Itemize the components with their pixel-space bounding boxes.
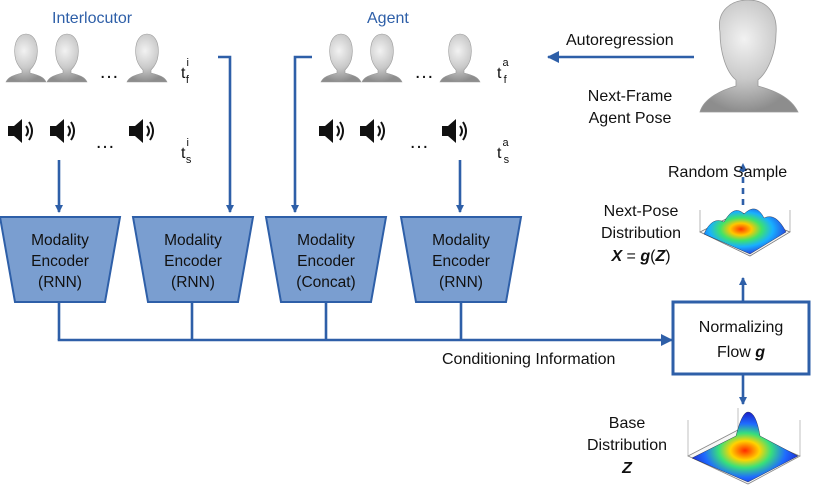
autoregression-label: Autoregression bbox=[566, 32, 674, 49]
encoder-4: Modality Encoder (RNN) bbox=[399, 216, 523, 303]
agent-title: Agent bbox=[367, 10, 409, 27]
svg-text:Encoder: Encoder bbox=[432, 253, 490, 270]
base-variable: Z bbox=[621, 460, 633, 477]
svg-text:Modality: Modality bbox=[297, 232, 355, 249]
speaker-icon bbox=[7, 118, 33, 144]
encoder-shape bbox=[399, 216, 523, 303]
encoder-1: Modality Encoder (RNN) bbox=[0, 216, 122, 303]
svg-text:(RNN): (RNN) bbox=[439, 274, 483, 291]
next-frame-label-1: Next-Frame bbox=[588, 88, 673, 105]
arrow-interlocutor-face bbox=[218, 55, 234, 213]
next-frame-label-2: Agent Pose bbox=[589, 110, 672, 127]
svg-text:(RNN): (RNN) bbox=[171, 274, 215, 291]
face-image bbox=[126, 33, 168, 83]
next-pose-distribution-plot bbox=[699, 208, 791, 257]
speaker-icon bbox=[441, 118, 467, 144]
svg-text:Encoder: Encoder bbox=[31, 253, 89, 270]
random-sample-label: Random Sample bbox=[668, 164, 787, 181]
encoder-2: Modality Encoder (RNN) bbox=[131, 216, 255, 303]
interlocutor-audio-frames bbox=[7, 118, 154, 144]
conditioning-bus bbox=[57, 302, 673, 346]
next-pose-label-1: Next-Pose bbox=[604, 203, 679, 220]
svg-text:Modality: Modality bbox=[31, 232, 89, 249]
speaker-icon bbox=[49, 118, 75, 144]
next-pose-equation: X = g(Z) bbox=[610, 248, 670, 265]
encoder-3: Modality Encoder (Concat) bbox=[264, 216, 388, 303]
agent-audio-frames bbox=[318, 118, 467, 144]
base-label-2: Distribution bbox=[587, 437, 667, 454]
face-image bbox=[439, 33, 481, 83]
arrow-agent-face bbox=[291, 55, 312, 213]
normalizing-flow-box: Normalizing Flow g bbox=[671, 300, 811, 376]
agent-face-frames bbox=[320, 33, 481, 83]
ellipsis: … bbox=[414, 61, 434, 83]
encoder-shape bbox=[264, 216, 388, 303]
face-image bbox=[5, 33, 47, 83]
svg-text:Flow g: Flow g bbox=[717, 344, 765, 361]
svg-text:Modality: Modality bbox=[432, 232, 490, 249]
svg-text:Modality: Modality bbox=[164, 232, 222, 249]
interlocutor-title: Interlocutor bbox=[52, 10, 133, 27]
encoder-shape bbox=[0, 216, 122, 303]
face-image bbox=[361, 33, 403, 83]
svg-text:Normalizing: Normalizing bbox=[699, 319, 783, 336]
face-image bbox=[46, 33, 88, 83]
speaker-icon bbox=[359, 118, 385, 144]
svg-text:(RNN): (RNN) bbox=[38, 274, 82, 291]
ellipsis: … bbox=[95, 131, 115, 153]
conditioning-label: Conditioning Information bbox=[442, 351, 615, 368]
encoder-shape bbox=[131, 216, 255, 303]
next-frame-head-image bbox=[699, 0, 799, 113]
svg-text:Encoder: Encoder bbox=[297, 253, 355, 270]
face-image bbox=[320, 33, 362, 83]
svg-text:Encoder: Encoder bbox=[164, 253, 222, 270]
ellipsis: … bbox=[99, 61, 119, 83]
next-pose-label-2: Distribution bbox=[601, 225, 681, 242]
svg-text:(Concat): (Concat) bbox=[296, 274, 355, 291]
base-distribution-plot bbox=[687, 408, 801, 485]
ellipsis: … bbox=[409, 131, 429, 153]
base-label-1: Base bbox=[609, 415, 646, 432]
interlocutor-face-frames bbox=[5, 33, 168, 83]
speaker-icon bbox=[318, 118, 344, 144]
speaker-icon bbox=[128, 118, 154, 144]
